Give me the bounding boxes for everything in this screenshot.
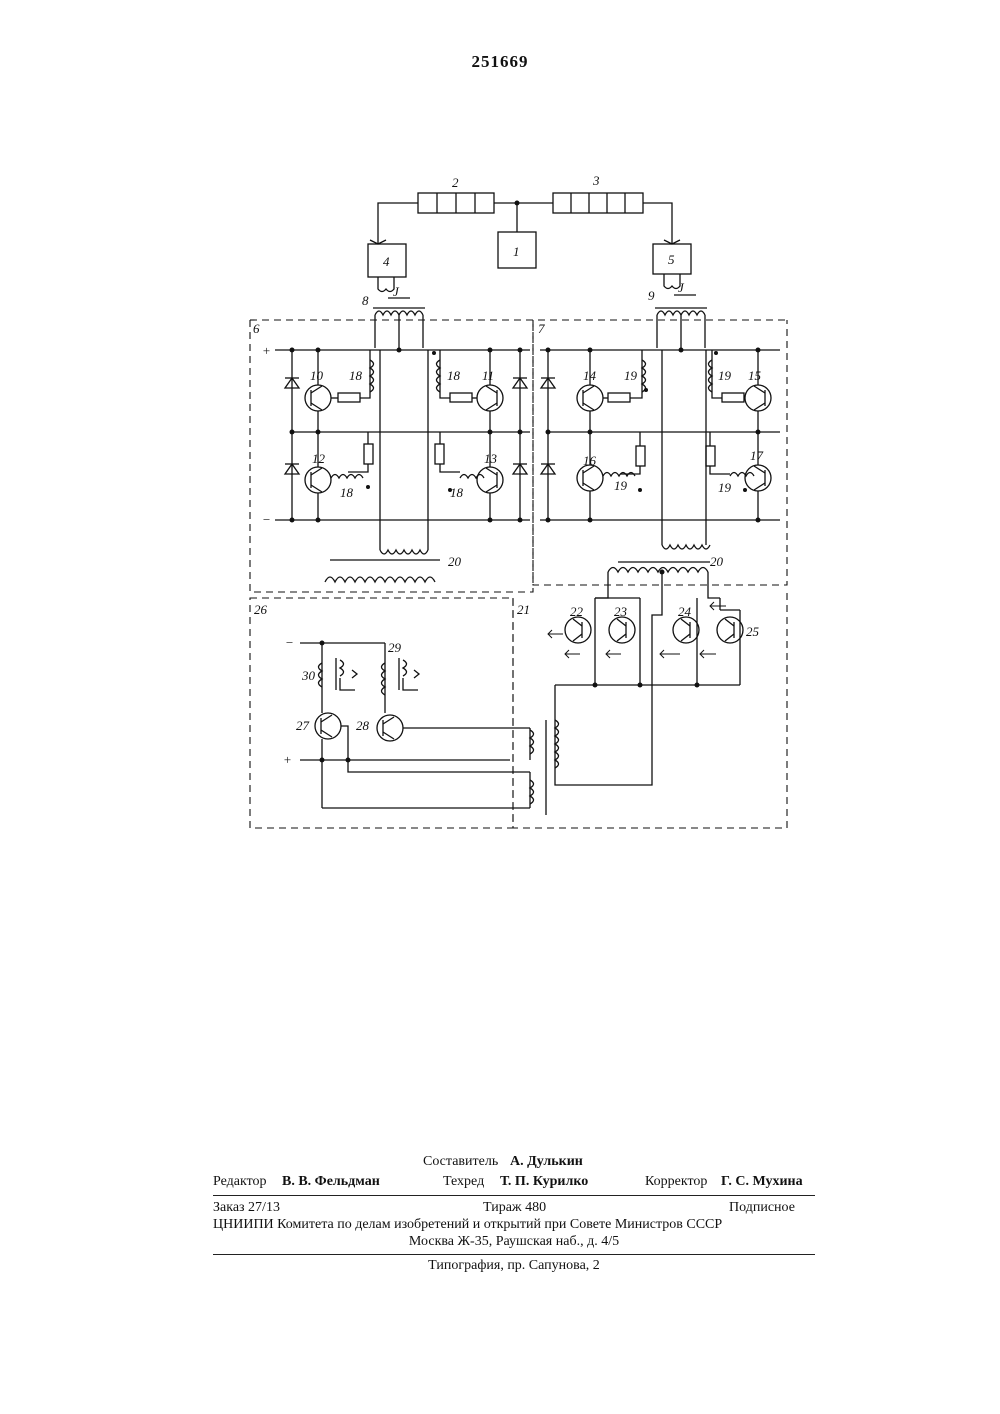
label-3: 3 — [592, 173, 600, 188]
label-29: 29 — [388, 640, 402, 655]
label-10: 10 — [310, 368, 324, 383]
label-24: 24 — [678, 604, 692, 619]
circuit-schematic: 2 3 1 4 5 8 9 J J 6 7 + − 10 11 12 13 18… — [0, 0, 1000, 900]
label-plus-26: + — [283, 752, 292, 767]
label-25: 25 — [746, 624, 760, 639]
divider — [213, 1195, 815, 1196]
label-17: 17 — [750, 448, 764, 463]
printing-house: Типография, пр. Сапунова, 2 — [213, 1258, 815, 1274]
label-12: 12 — [312, 451, 326, 466]
techred-name: Т. П. Курилко — [500, 1174, 588, 1190]
label-18-d: 18 — [450, 485, 464, 500]
label-9: 9 — [648, 288, 655, 303]
techred-label: Техред — [443, 1174, 484, 1190]
label-4: 4 — [383, 254, 390, 269]
label-19-b: 19 — [718, 368, 732, 383]
label-minus-left: − — [262, 512, 271, 527]
label-19-d: 19 — [718, 480, 732, 495]
label-minus-26: − — [285, 635, 294, 650]
compiler-label: Составитель — [423, 1154, 498, 1170]
label-j-right: J — [678, 280, 685, 295]
label-21: 21 — [517, 602, 530, 617]
shift-register-2 — [418, 193, 494, 213]
label-15: 15 — [748, 368, 762, 383]
label-14: 14 — [583, 368, 597, 383]
label-18-b: 18 — [447, 368, 461, 383]
imprint-block: Составитель А. Дулькин Редактор В. В. Фе… — [213, 1150, 815, 1280]
compiler-name: А. Дулькин — [510, 1154, 583, 1170]
label-20-left: 20 — [448, 554, 462, 569]
print-run: Тираж 480 — [483, 1200, 546, 1216]
divider — [213, 1254, 815, 1255]
editor-name: В. В. Фельдман — [282, 1174, 380, 1190]
label-6: 6 — [253, 321, 260, 336]
label-16: 16 — [583, 453, 597, 468]
label-7: 7 — [538, 321, 545, 336]
shift-register-3 — [553, 193, 643, 213]
label-1: 1 — [513, 244, 520, 259]
subscription: Подписное — [729, 1200, 795, 1216]
label-plus-left: + — [262, 343, 271, 358]
label-13: 13 — [484, 451, 498, 466]
label-18-a: 18 — [349, 368, 363, 383]
corrector-name: Г. С. Мухина — [721, 1174, 803, 1190]
label-11: 11 — [482, 368, 494, 383]
label-20-right: 20 — [710, 554, 724, 569]
label-19-a: 19 — [624, 368, 638, 383]
label-2: 2 — [452, 175, 459, 190]
label-30: 30 — [301, 668, 316, 683]
label-5: 5 — [668, 252, 675, 267]
label-19-c: 19 — [614, 478, 628, 493]
label-18-c: 18 — [340, 485, 354, 500]
corrector-label: Корректор — [645, 1174, 707, 1190]
label-23: 23 — [614, 604, 628, 619]
label-j-left: J — [393, 284, 400, 299]
order-number: Заказ 27/13 — [213, 1200, 280, 1216]
label-8: 8 — [362, 293, 369, 308]
editor-label: Редактор — [213, 1174, 267, 1190]
label-22: 22 — [570, 604, 584, 619]
institute: ЦНИИПИ Комитета по делам изобретений и о… — [213, 1217, 722, 1233]
label-26: 26 — [254, 602, 268, 617]
label-27: 27 — [296, 718, 310, 733]
label-28: 28 — [356, 718, 370, 733]
address: Москва Ж-35, Раушская наб., д. 4/5 — [213, 1234, 815, 1250]
